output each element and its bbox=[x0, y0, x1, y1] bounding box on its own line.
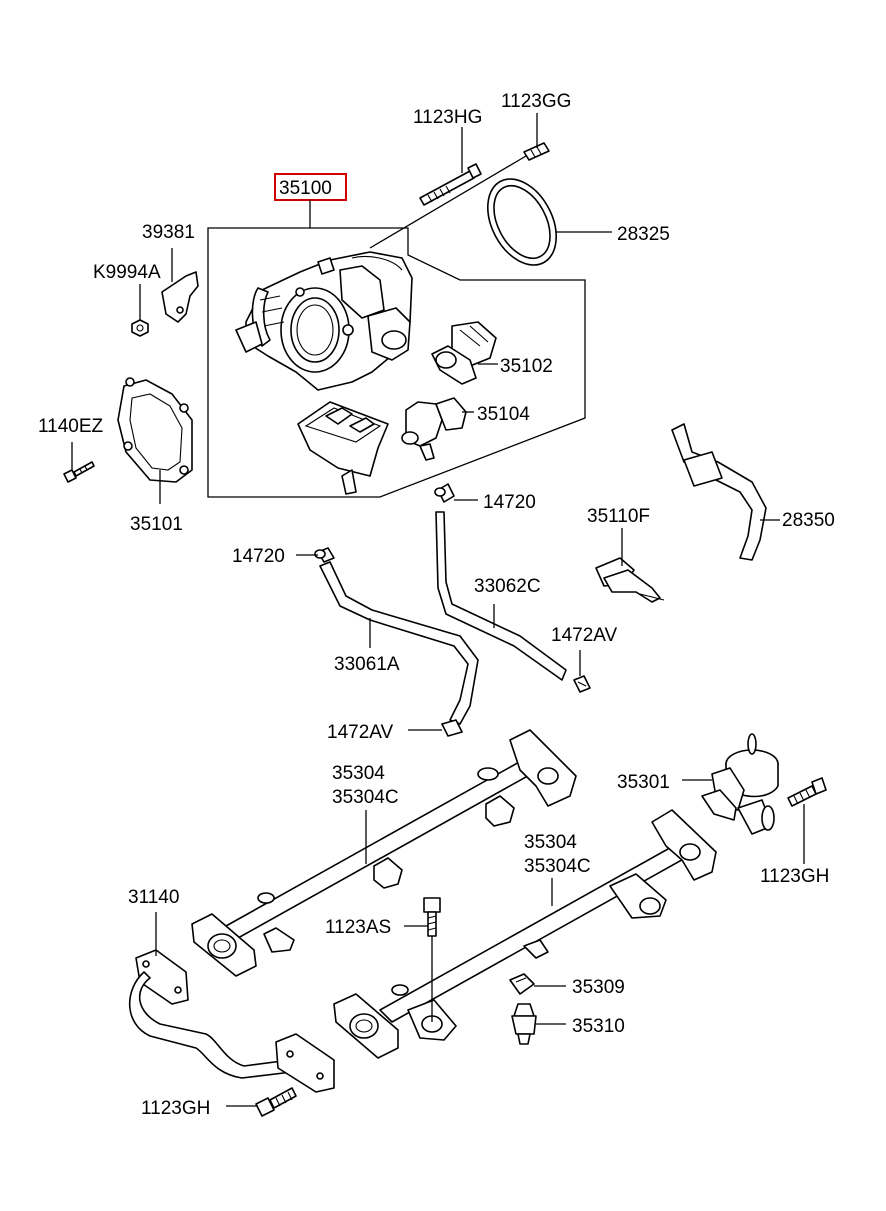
bolt-1123GH-left[interactable] bbox=[226, 1087, 297, 1117]
label-1123GH-right: 1123GH bbox=[760, 866, 829, 887]
hose-28350[interactable] bbox=[671, 423, 780, 561]
clip-35309[interactable] bbox=[509, 973, 566, 995]
label-1123GH-left: 1123GH bbox=[141, 1098, 210, 1119]
nut-K9994A[interactable] bbox=[131, 284, 149, 337]
label-K9994A: K9994A bbox=[93, 262, 161, 283]
label-35304-upper: 35304 bbox=[332, 763, 385, 784]
clip-14720-lower[interactable] bbox=[296, 547, 335, 563]
label-33062C: 33062C bbox=[474, 576, 541, 597]
label-35301: 35301 bbox=[617, 772, 670, 793]
label-35309: 35309 bbox=[572, 977, 625, 998]
hose-33062C[interactable] bbox=[435, 511, 567, 681]
label-1123HG: 1123HG bbox=[413, 107, 482, 128]
bolt-1140EZ[interactable] bbox=[63, 442, 95, 483]
label-31140: 31140 bbox=[128, 887, 179, 908]
clamp-35110F[interactable] bbox=[595, 528, 665, 603]
clip-1472AV-right[interactable] bbox=[573, 650, 591, 693]
valve-35104[interactable] bbox=[401, 397, 474, 461]
label-35110F: 35110F bbox=[587, 506, 650, 527]
bolt-1123GH-right[interactable] bbox=[787, 777, 827, 864]
label-1472AV-left: 1472AV bbox=[327, 722, 394, 743]
bolt-1123GG[interactable] bbox=[369, 113, 550, 249]
label-33061A: 33061A bbox=[334, 654, 400, 675]
sensor-35310[interactable] bbox=[511, 1003, 566, 1045]
bolt-1123HG[interactable] bbox=[419, 127, 482, 206]
bracket-39381[interactable] bbox=[161, 248, 199, 323]
clip-14720-upper[interactable] bbox=[434, 483, 478, 503]
label-1140EZ: 1140EZ bbox=[38, 416, 104, 437]
gasket-35101[interactable] bbox=[117, 377, 193, 504]
label-35100: 35100 bbox=[279, 178, 332, 199]
pressure-regulator-35301[interactable] bbox=[682, 733, 779, 835]
label-35102: 35102 bbox=[500, 356, 553, 377]
clip-1472AV-left[interactable] bbox=[408, 719, 463, 737]
label-35104: 35104 bbox=[477, 404, 530, 425]
label-35304-lower: 35304 bbox=[524, 832, 577, 853]
gasket-ring-28325[interactable] bbox=[474, 167, 612, 276]
label-35304C-lower: 35304C bbox=[524, 856, 591, 877]
throttle-housing[interactable] bbox=[297, 401, 389, 495]
assembly-box-35100 bbox=[207, 173, 586, 498]
label-1123GG: 1123GG bbox=[501, 91, 571, 112]
label-35304C-upper: 35304C bbox=[332, 787, 399, 808]
label-1472AV-right: 1472AV bbox=[551, 625, 618, 646]
label-14720-upper: 14720 bbox=[483, 492, 536, 513]
bolt-1123AS[interactable] bbox=[404, 897, 441, 1022]
sensor-35102[interactable] bbox=[431, 321, 498, 385]
fuel-rail-upper[interactable] bbox=[191, 729, 577, 977]
throttle-body-35100[interactable] bbox=[235, 251, 413, 391]
pipe-31140[interactable] bbox=[128, 912, 335, 1093]
label-35310: 35310 bbox=[572, 1016, 625, 1037]
hose-33061A[interactable] bbox=[319, 561, 479, 725]
label-14720-lower: 14720 bbox=[232, 546, 285, 567]
label-39381: 39381 bbox=[142, 222, 195, 243]
label-28350: 28350 bbox=[782, 510, 835, 531]
label-28325: 28325 bbox=[617, 224, 670, 245]
label-1123AS: 1123AS bbox=[325, 917, 391, 938]
label-35101: 35101 bbox=[130, 514, 183, 535]
